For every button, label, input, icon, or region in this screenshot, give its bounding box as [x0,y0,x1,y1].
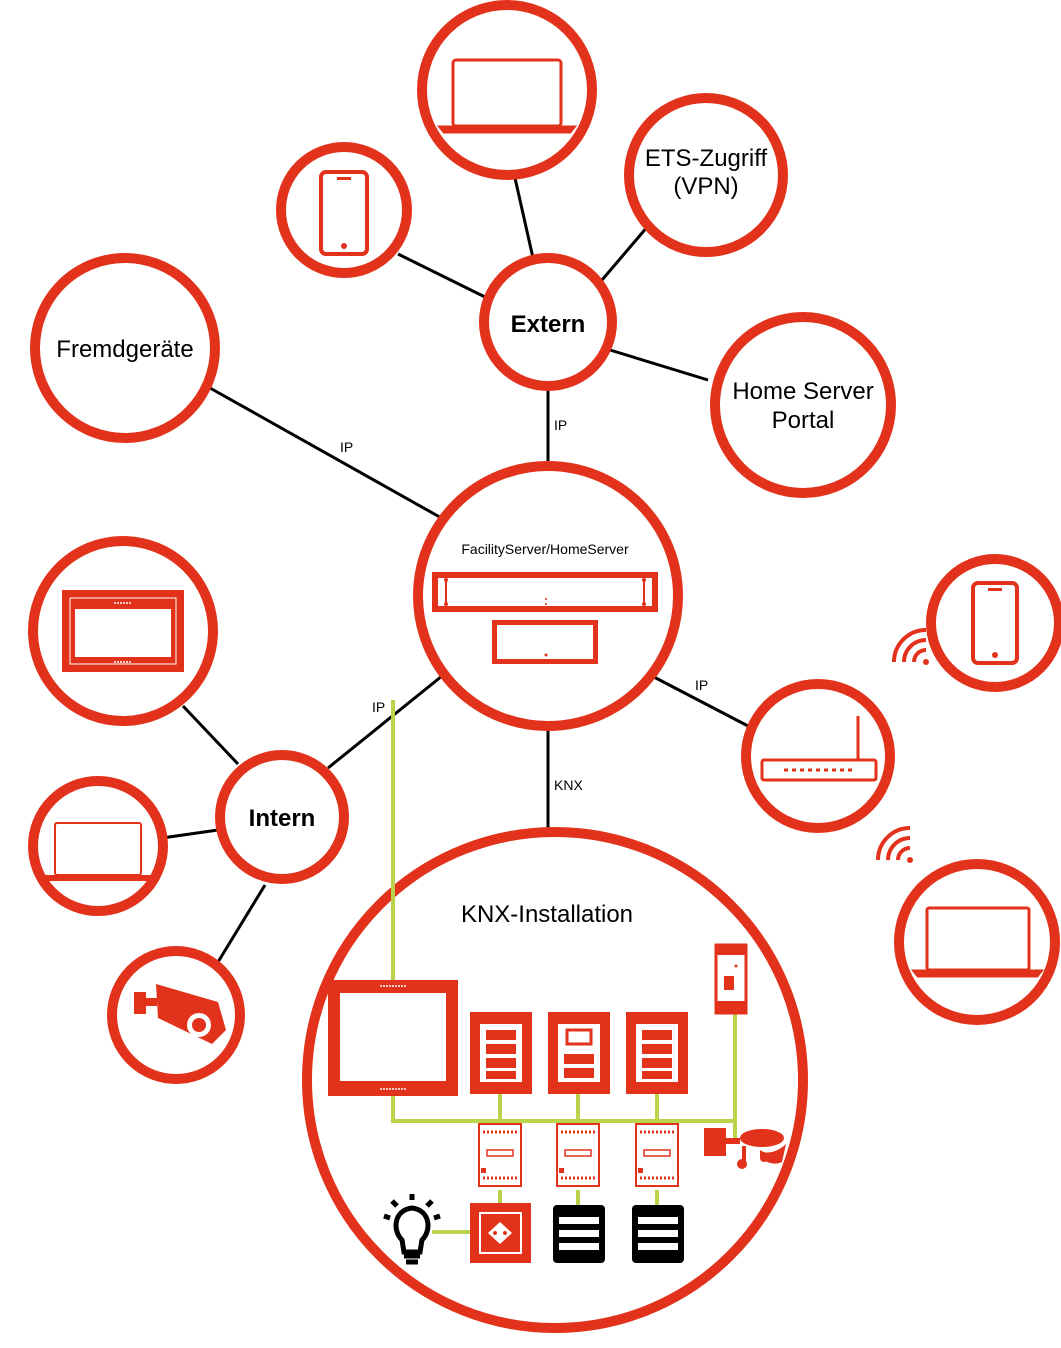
line-panel-intern [181,704,240,766]
label-knx: KNX [554,777,583,793]
label-ip-extern: IP [554,417,567,433]
fremdgeraete-label: Fremdgeräte [56,336,193,363]
ets-label-line2: (VPN) [673,173,738,200]
intern-label: Intern [249,805,316,832]
ets-node: ETS-Zugriff (VPN) [624,93,788,257]
router-node [741,679,895,833]
ets-label-line1: ETS-Zugriff [645,145,768,172]
fremdgeraete-node: Fremdgeräte [30,253,220,443]
label-ip-fremd: IP [340,439,353,455]
knx-installation-node: KNX-Installation [302,700,808,1333]
line-fremd-server [209,386,446,522]
wifi-router-icon [760,716,878,782]
blind-icon [632,1205,684,1263]
server-unit-icon [492,620,598,664]
laptop-icon [910,906,1045,978]
knx-installation-label: KNX-Installation [461,901,633,928]
light-bulb-icon [383,1194,441,1265]
extern-node: Extern [479,253,617,391]
portal-node: Home Server Portal [710,312,896,498]
touch-panel-icon [62,590,184,672]
line-phone-extern [397,252,486,299]
blind-icon [553,1205,605,1263]
connection-lines [161,177,749,963]
server-node: FacilityServer/HomeServer [413,461,683,731]
socket-icon [470,1203,531,1263]
push-button-icon [626,1012,688,1094]
server-label: FacilityServer/HomeServer [461,541,629,557]
laptop-icon [44,822,152,881]
camera-intern-node [107,946,245,1084]
weather-station-icon [704,1128,786,1169]
push-button-icon [548,1012,610,1094]
wifi-signal-icon [892,628,929,665]
smartphone-icon [319,170,369,256]
smartphone-icon [971,581,1019,665]
line-ets-extern [600,225,650,281]
line-server-router [651,674,749,728]
laptop-icon [436,58,578,134]
label-ip-router: IP [695,677,708,693]
touch-panel-icon [328,980,458,1096]
smartphone-wifi-node [926,554,1061,692]
line-server-intern [327,674,443,770]
power-supply-icon [714,943,748,1015]
laptop-extern-node [417,0,597,180]
extern-label: Extern [511,311,586,338]
wifi-signal-icon [876,826,913,863]
line-portal-extern [609,348,709,382]
server-rack-icon [432,572,658,612]
laptop-intern-node [28,776,168,916]
intern-node: Intern [215,750,349,884]
touch-panel-intern-node [28,536,218,726]
label-ip-intern: IP [372,699,385,715]
switch-actuator-icon [478,1123,522,1187]
line-laptop-extern [513,177,535,259]
line-laptop-intern [161,828,219,840]
switch-actuator-icon [556,1123,600,1187]
camera-icon [134,984,226,1044]
push-button-icon [470,1012,532,1094]
switch-actuator-icon [635,1123,679,1187]
laptop-wifi-node [894,859,1060,1025]
line-camera-intern [216,884,267,963]
smartphone-extern-node [276,142,412,278]
connection-labels: IP IP IP IP KNX [340,417,708,793]
portal-label-line2: Portal [772,407,835,434]
portal-label-line1: Home Server [732,378,873,405]
